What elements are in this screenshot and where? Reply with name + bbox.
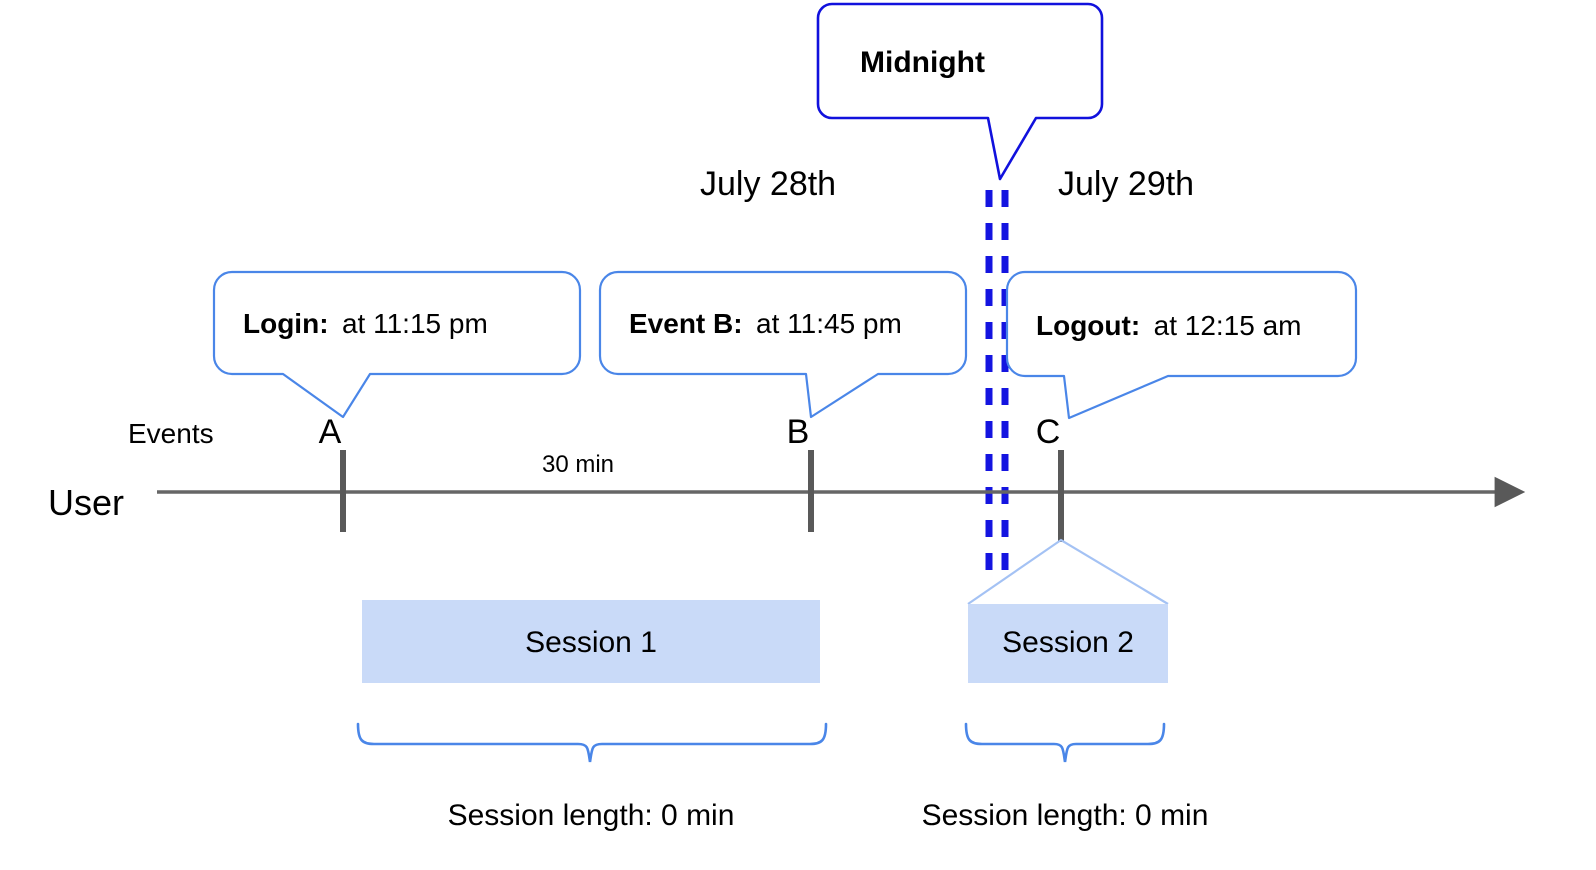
event-callout-event-b: Event B: at 11:45 pm: [598, 270, 968, 419]
event-callout-login-text: Login: at 11:15 pm: [243, 308, 488, 339]
event-callout-login: Login: at 11:15 pm: [212, 270, 582, 419]
duration-label-30-min: 30 min: [542, 451, 614, 478]
session-2-connector: [967, 538, 1169, 605]
event-callout-logout-title: Logout:: [1036, 310, 1140, 341]
event-callout-login-bubble: [212, 270, 582, 419]
event-callout-event-b-bubble: [598, 270, 968, 419]
user-row-label: User: [48, 482, 124, 523]
session-box-1-label: Session 1: [525, 626, 657, 659]
session-1-brace-path: [356, 722, 828, 763]
midnight-callout: Midnight: [816, 2, 1104, 181]
date-label-july-28: July 28th: [700, 165, 836, 203]
timeline-axis: [157, 450, 1526, 542]
session-box-2-rect: [968, 604, 1168, 683]
session-1-length-label: Session length: 0 min: [448, 799, 735, 832]
events-row-label: Events: [128, 418, 214, 449]
event-marker-label-c: C: [1036, 413, 1061, 451]
event-callout-event-b-title: Event B:: [629, 308, 743, 339]
event-callout-event-b-text: Event B: at 11:45 pm: [629, 308, 902, 339]
session-2-connector-lines: [967, 538, 1169, 605]
event-callout-login-title: Login:: [243, 308, 329, 339]
event-marker-label-b: B: [787, 413, 810, 451]
event-callout-logout-bubble: [1005, 270, 1358, 420]
session-2-brace: Session length: 0 min: [922, 722, 1209, 832]
session-2-length-label: Session length: 0 min: [922, 799, 1209, 832]
event-callout-login-detail: at 11:15 pm: [342, 308, 488, 339]
event-callout-logout-text: Logout: at 12:15 am: [1036, 310, 1302, 341]
session-box-2: Session 2: [968, 604, 1168, 683]
event-callout-event-b-detail: at 11:45 pm: [756, 308, 902, 339]
event-marker-label-a: A: [319, 413, 342, 451]
midnight-callout-bubble: [816, 2, 1104, 181]
midnight-callout-label: Midnight: [860, 46, 985, 79]
session-1-brace: Session length: 0 min: [356, 722, 828, 832]
session-2-brace-path: [964, 722, 1166, 763]
event-callout-logout-detail: at 12:15 am: [1154, 310, 1302, 341]
session-box-2-label: Session 2: [1002, 626, 1134, 659]
event-callout-logout: Logout: at 12:15 am: [1005, 270, 1358, 420]
session-box-1: Session 1: [362, 600, 820, 683]
midnight-divider: [985, 190, 1009, 582]
date-label-july-29: July 29th: [1058, 165, 1194, 203]
session-box-1-rect: [362, 600, 820, 683]
